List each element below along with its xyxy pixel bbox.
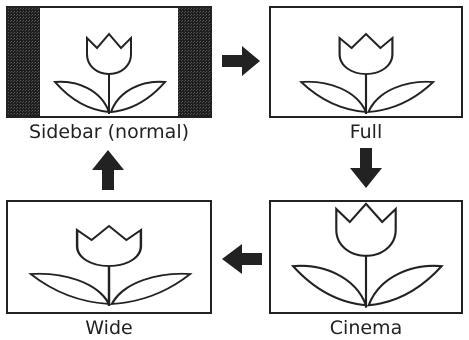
tulip-icon — [28, 224, 193, 306]
arrow-right-icon — [222, 46, 260, 76]
tulip-icon — [290, 202, 444, 308]
cinema-screen — [290, 202, 444, 308]
tulip-icon — [298, 32, 436, 114]
right-bar — [178, 8, 210, 116]
label-full: Full — [349, 121, 383, 143]
sidebar-screen — [8, 8, 210, 116]
panel-wide — [6, 200, 212, 314]
left-bar — [8, 8, 40, 116]
full-screen — [298, 32, 436, 114]
label-cinema: Cinema — [329, 317, 403, 339]
panel-sidebar — [6, 6, 212, 118]
arrow-up-icon — [92, 150, 124, 190]
label-sidebar: Sidebar (normal) — [28, 121, 190, 143]
tulip-icon — [52, 32, 168, 114]
wide-screen — [28, 224, 193, 306]
label-wide: Wide — [85, 317, 133, 339]
panel-cinema — [269, 200, 463, 314]
arrow-left-icon — [222, 244, 262, 274]
arrow-down-icon — [350, 148, 382, 188]
panel-full — [269, 6, 463, 118]
